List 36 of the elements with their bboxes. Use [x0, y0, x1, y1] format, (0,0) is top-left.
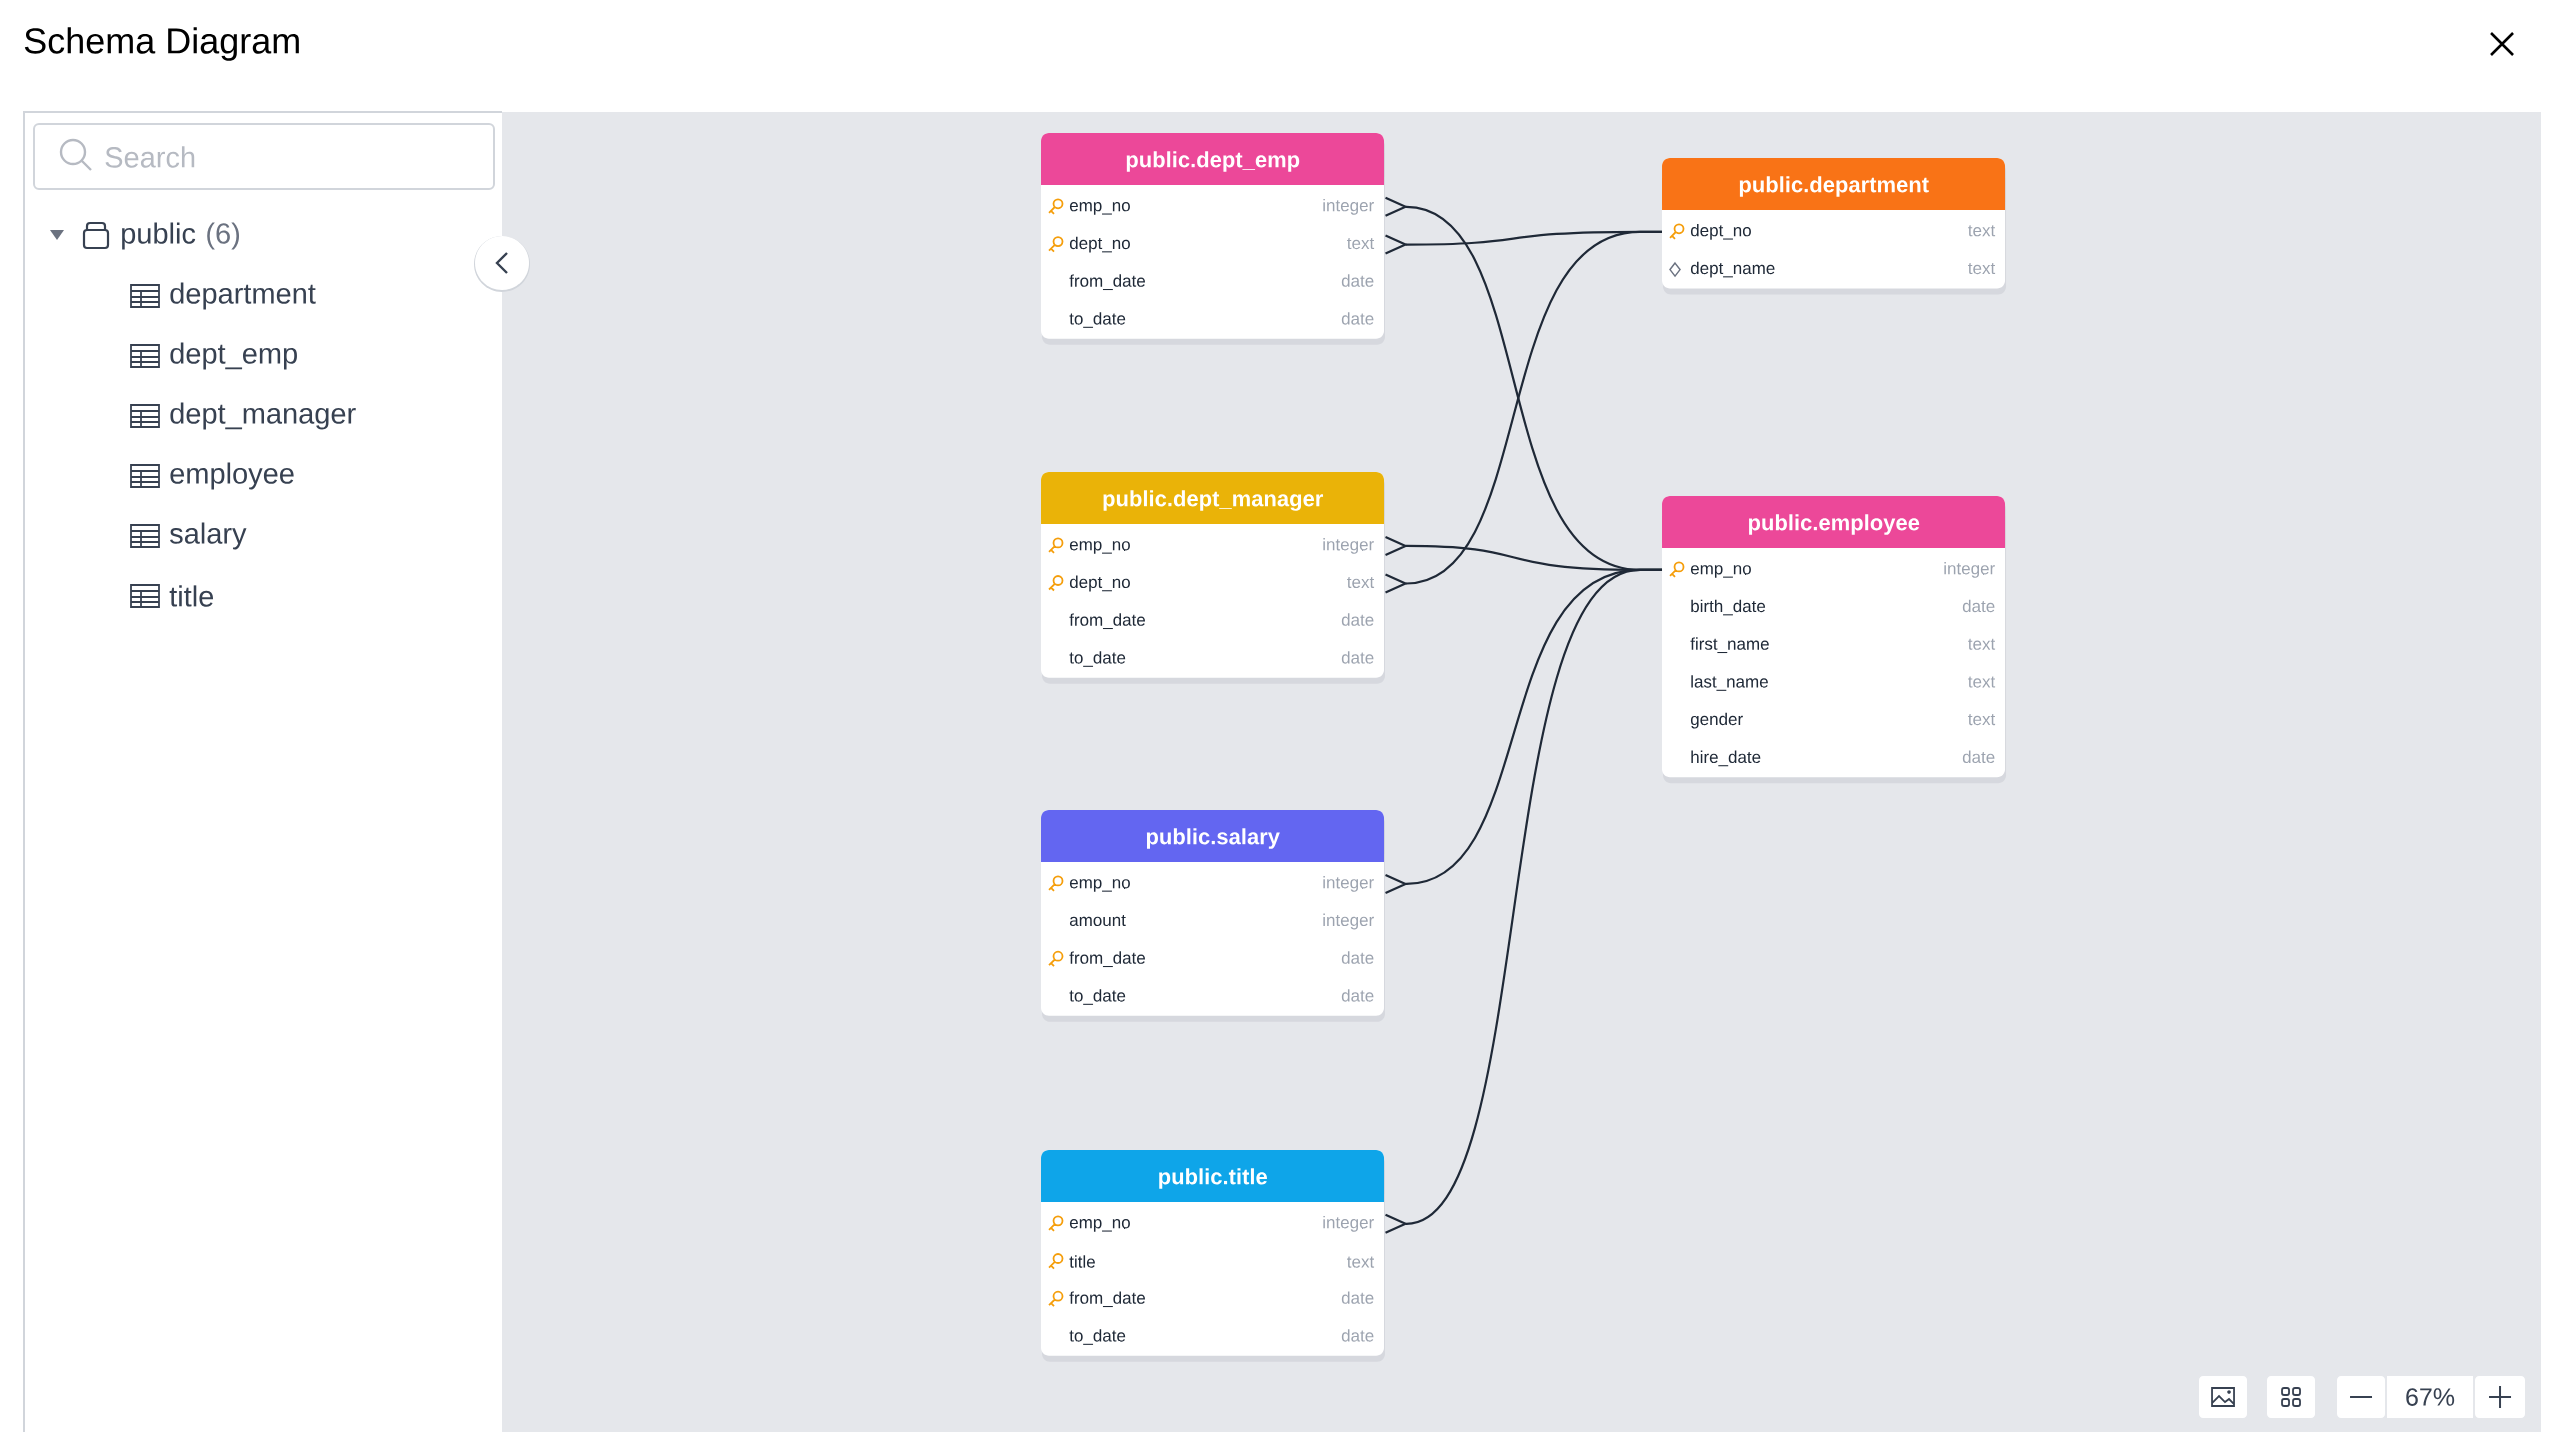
zoom-level: 67% [2387, 1376, 2474, 1418]
search-field: Search [33, 123, 495, 190]
tree-item: public [122, 222, 196, 250]
table-row: emp_no integer [1069, 876, 1374, 892]
table-row: hire_date date [1691, 750, 1995, 767]
tree-item: dept_manager [170, 402, 356, 430]
table-row: first_name text [1690, 637, 1996, 654]
count-label: (6) [207, 222, 239, 250]
table-row: last_name text [1691, 675, 1996, 691]
table-row: dept_no text [1690, 223, 1996, 240]
table-row: dept_no text [1069, 575, 1375, 592]
tree-item: salary [170, 522, 247, 550]
relationship-line [1385, 568, 1662, 1234]
table-row: emp_no integer [1069, 1215, 1374, 1232]
table-row: title text [1069, 1255, 1375, 1268]
tree-item: employee [170, 462, 294, 490]
table-row: dept_name text [1690, 261, 1996, 278]
table-row: from_date date [1069, 274, 1374, 291]
table-row: from_date date [1069, 613, 1374, 630]
table-row: dept_no text [1069, 236, 1375, 253]
table-row: to_date date [1069, 1329, 1374, 1345]
tree-item: title [169, 585, 214, 607]
table-row: to_date date [1069, 651, 1374, 667]
table-row: to_date date [1069, 312, 1374, 328]
table-row: gender text [1690, 712, 1996, 729]
tree-item: department [170, 282, 316, 310]
table-row: from_date date [1069, 1291, 1374, 1308]
table-row: emp_no integer [1690, 562, 1995, 578]
table-row: emp_no integer [1069, 538, 1374, 554]
table-row: to_date date [1069, 989, 1374, 1005]
table-row: emp_no integer [1069, 198, 1374, 215]
table-row: birth_date date [1691, 599, 1995, 616]
table-row: amount integer [1069, 913, 1374, 930]
heading: Schema Diagram [24, 27, 299, 61]
table-row: from_date date [1069, 951, 1374, 968]
tree-item: dept_emp [170, 342, 297, 370]
